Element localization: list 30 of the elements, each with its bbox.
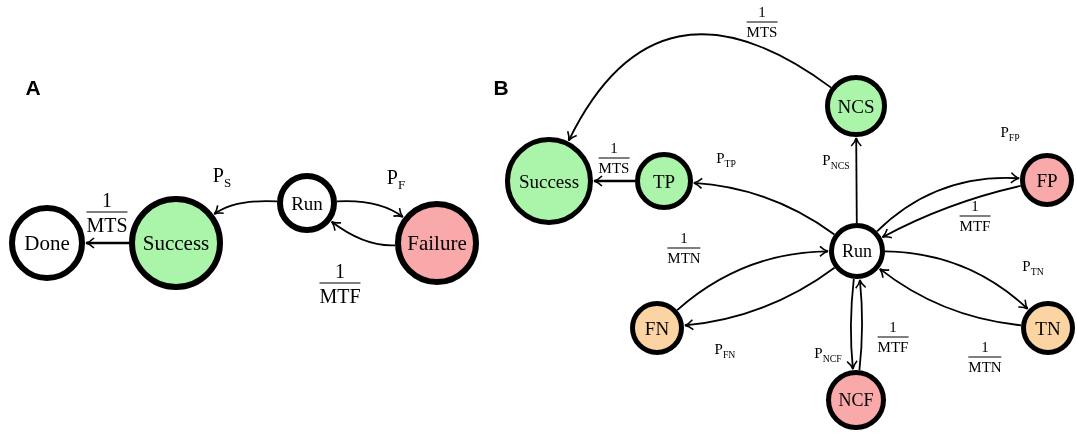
edge-label: P$_{S}$ — [210, 165, 234, 185]
state-name: FN — [644, 318, 670, 338]
edge-label: P$_{FP}$ — [998, 124, 1022, 140]
fraction-label: 1 MTS — [597, 140, 631, 176]
state-name: Run — [291, 193, 323, 213]
fraction-label: 1 MTS — [85, 189, 129, 235]
fraction-label: 1 MTF — [876, 319, 910, 355]
fraction-label: 1 MTS — [745, 4, 779, 40]
edge-label: P$_{TN}$ — [1020, 258, 1046, 274]
fraction-label: 1 MTF — [958, 198, 992, 234]
state-name: NCS — [837, 96, 875, 116]
edge-label: P$_{TP}$ — [714, 150, 738, 166]
edge-label: P$_{NCS}$ — [820, 152, 852, 168]
edge-label: P$_{F}$ — [384, 167, 408, 187]
state-name: TP — [652, 171, 676, 191]
panel-letter: A — [25, 76, 41, 98]
edge-label: P$_{NCF}$ — [812, 345, 844, 361]
state-name: Failure — [407, 232, 467, 254]
fraction-label: 1 MTN — [967, 339, 1003, 375]
edge-label: P$_{FN}$ — [712, 341, 738, 357]
state-name: TN — [1035, 318, 1061, 338]
state-name: Success — [142, 232, 210, 254]
panel-letter: B — [493, 76, 509, 98]
state-name: Success — [518, 171, 580, 191]
state-name: FP — [1036, 170, 1058, 190]
fraction-label: 1 MTN — [666, 230, 702, 266]
state-name: NCF — [838, 391, 874, 409]
fraction-label: 1 MTF — [318, 260, 362, 306]
state-name: Done — [24, 232, 70, 254]
state-name: Run — [842, 242, 872, 260]
